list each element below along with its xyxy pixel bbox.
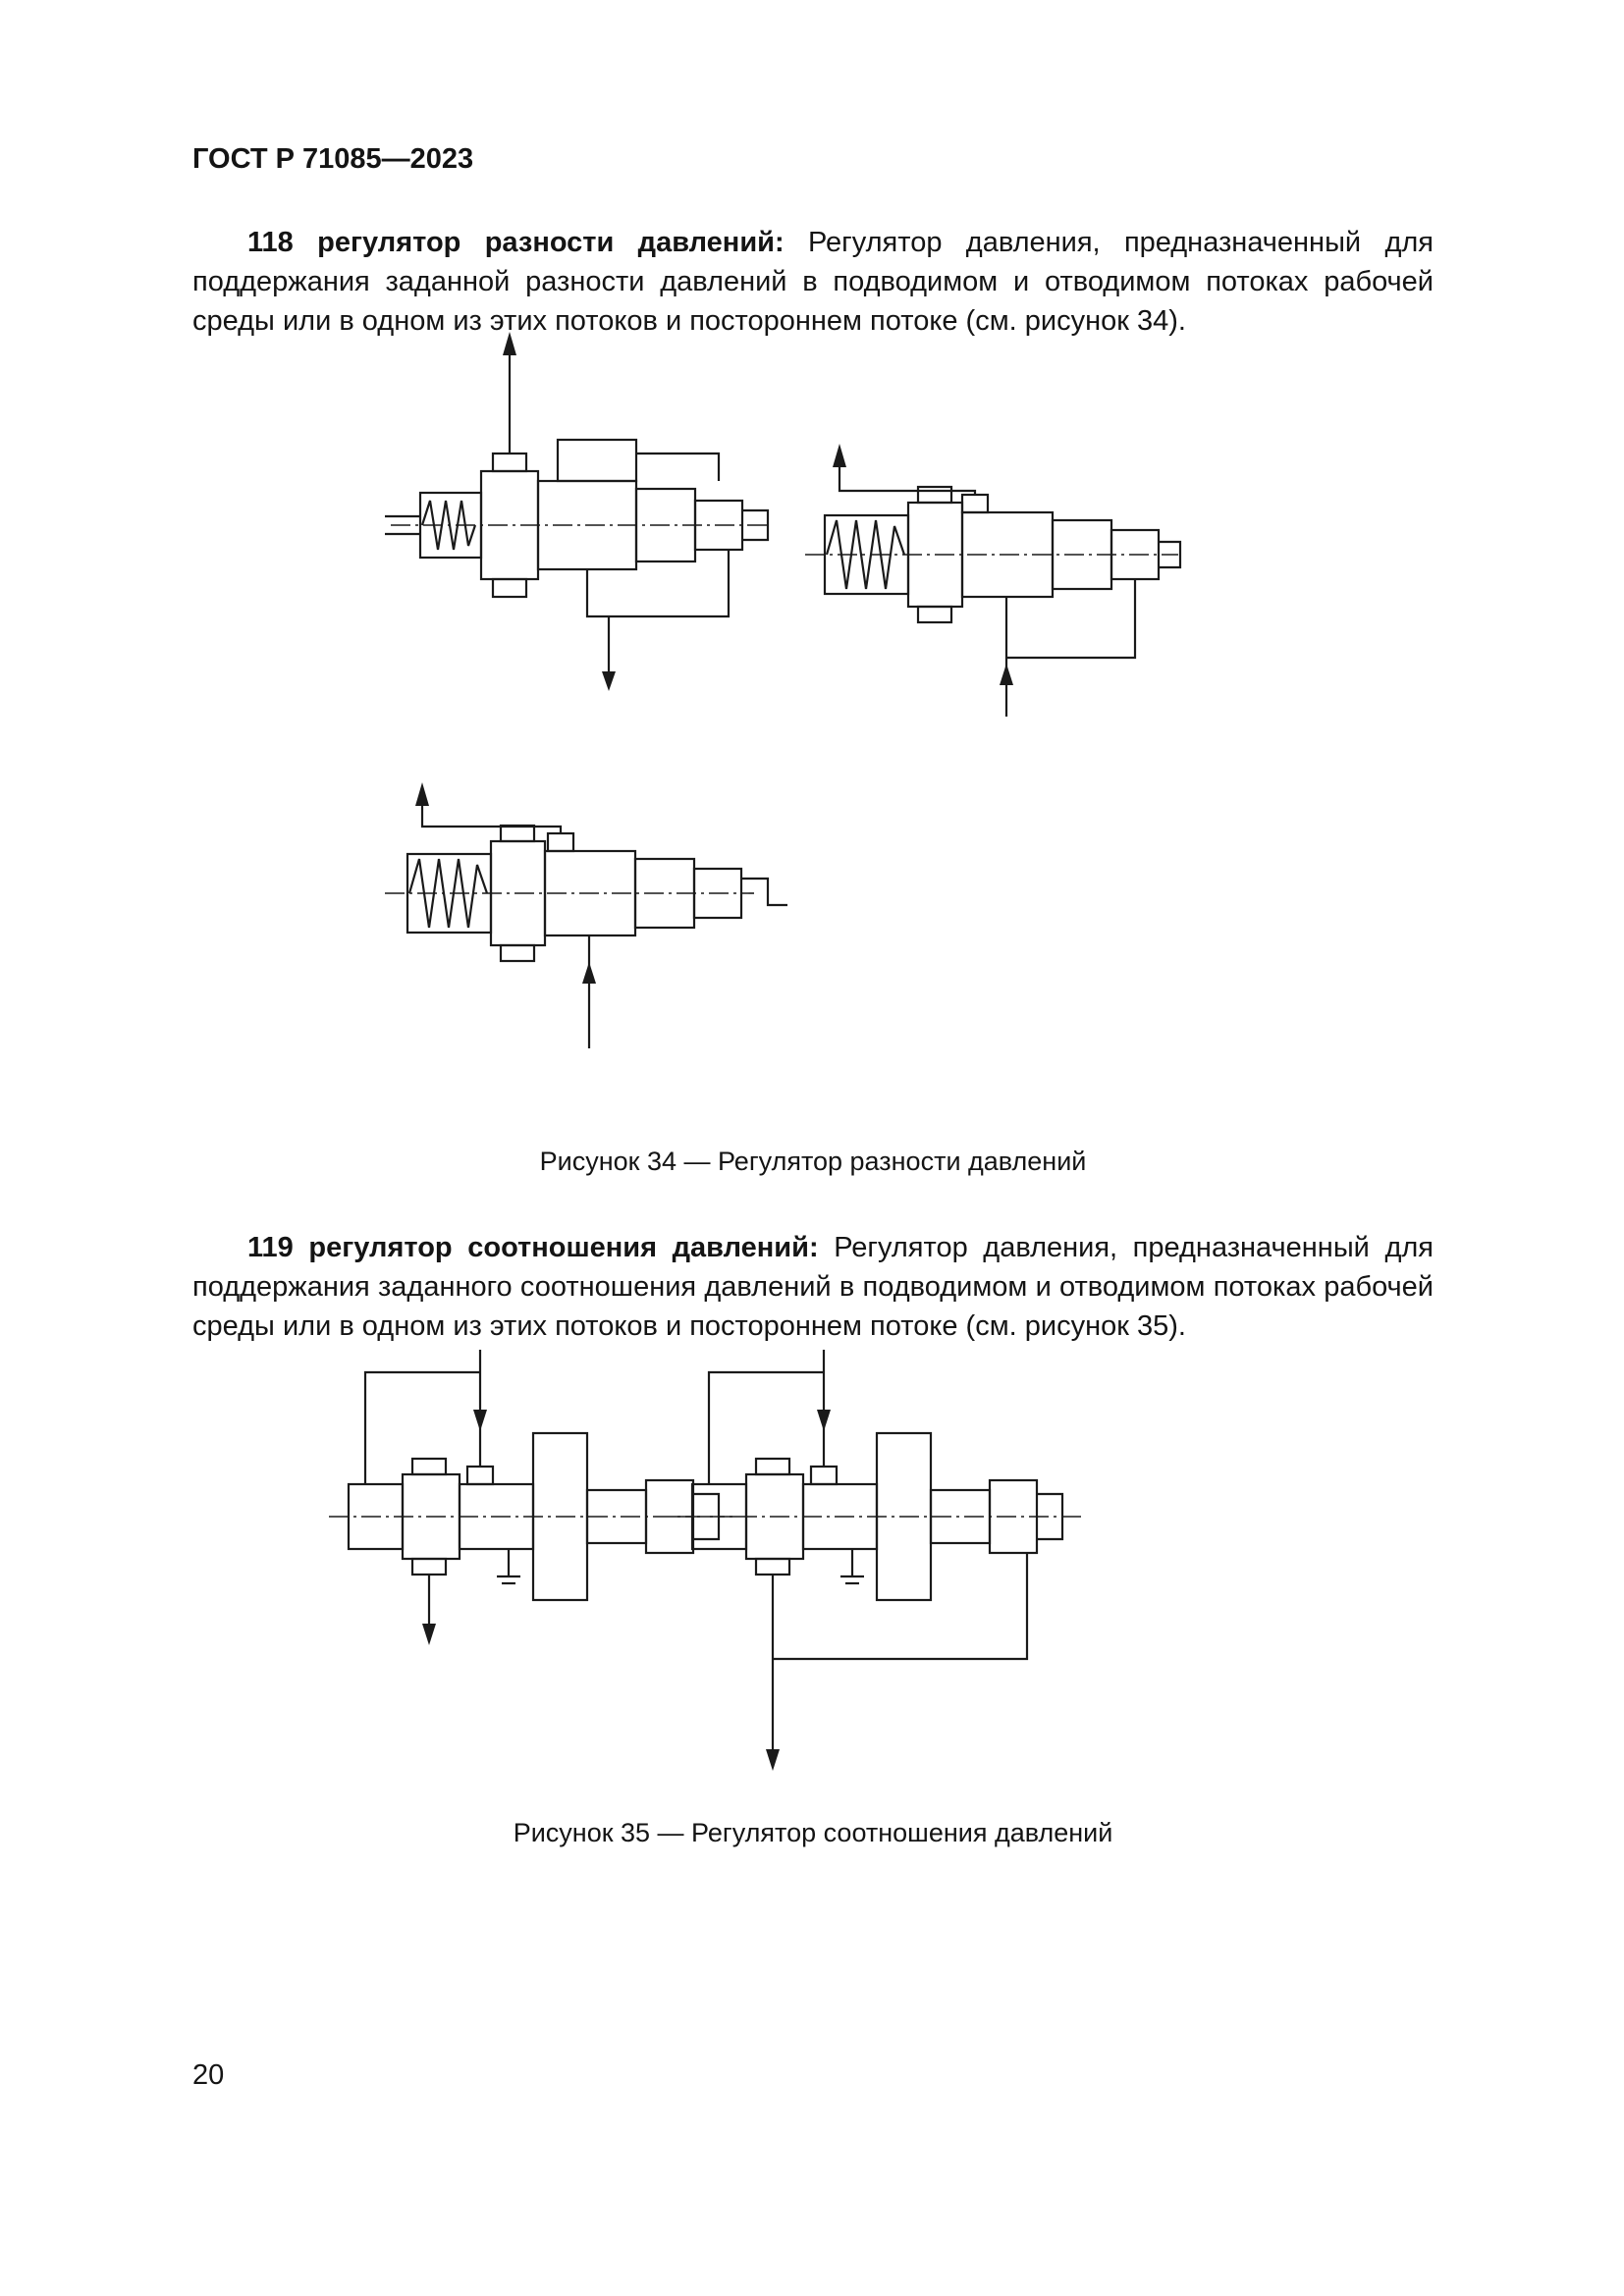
figure-34-diagrams bbox=[385, 332, 1182, 1048]
figure-35 bbox=[275, 1335, 1434, 1787]
figure-35-caption: Рисунок 35 — Регулятор соотношения давле… bbox=[513, 1818, 1113, 1847]
term-paragraph-119: 119 регулятор соотношения давлений: Регу… bbox=[192, 1228, 1434, 1346]
ratio-regulator-diagram-2 bbox=[673, 1350, 1082, 1771]
figure-34 bbox=[275, 324, 1434, 1080]
page-number: 20 bbox=[192, 2059, 225, 2091]
differential-regulator-diagram-2 bbox=[805, 444, 1182, 717]
figure-35-diagrams bbox=[329, 1350, 1082, 1771]
differential-regulator-diagram-3 bbox=[385, 782, 787, 1048]
ratio-regulator-diagram-1 bbox=[329, 1350, 738, 1645]
figure-34-caption: Рисунок 34 — Регулятор разности давлений bbox=[539, 1147, 1087, 1176]
term-118-definition: Регулятор давления, предназначенный для … bbox=[192, 227, 1434, 337]
term-paragraph-118: 118 регулятор разности давлений: Регулят… bbox=[192, 223, 1434, 341]
term-118-lead: 118 регулятор разности давлений: bbox=[247, 227, 785, 258]
term-119-lead: 119 регулятор соотношения давлений: bbox=[247, 1232, 819, 1263]
term-119-definition: Регулятор давления, предназначенный для … bbox=[192, 1232, 1434, 1342]
document-code: ГОСТ Р 71085—2023 bbox=[192, 143, 474, 175]
differential-regulator-diagram-1 bbox=[385, 332, 770, 691]
